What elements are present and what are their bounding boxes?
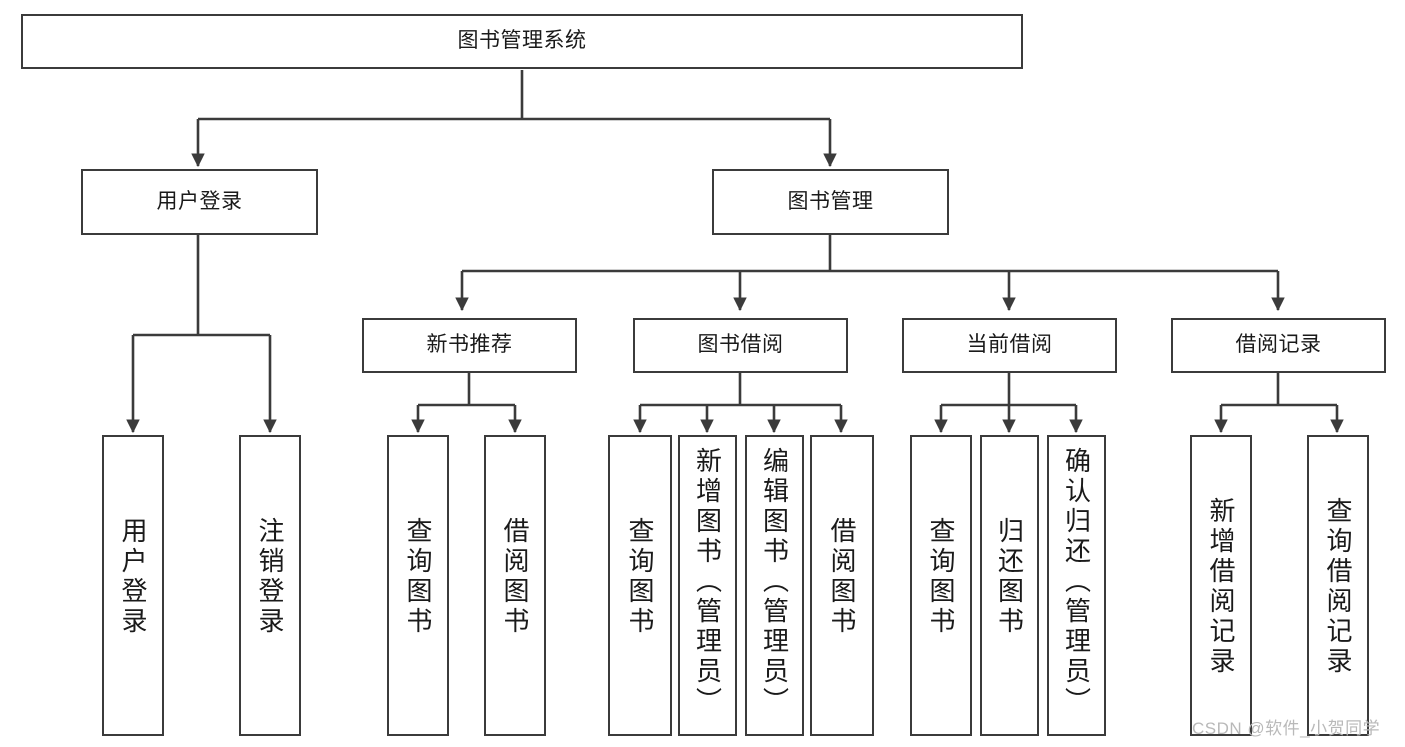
node-book-borrow-label: 图书借阅 — [697, 333, 784, 357]
node-leaf-edit-book[interactable]: 编辑图书（管理员） — [745, 435, 804, 736]
node-root-label: 图书管理系统 — [457, 29, 587, 53]
node-leaf-add-book-label: 新增图书（管理员） — [692, 447, 723, 717]
node-borrow-record[interactable]: 借阅记录 — [1171, 318, 1386, 373]
node-leaf-add-record-label: 新增借阅记录 — [1206, 497, 1236, 677]
node-user-login[interactable]: 用户登录 — [81, 169, 318, 235]
node-leaf-user-login-label: 用户登录 — [118, 517, 148, 637]
node-leaf-edit-book-label: 编辑图书（管理员） — [759, 447, 790, 717]
node-current-borrow-label: 当前借阅 — [966, 333, 1053, 357]
node-book-borrow[interactable]: 图书借阅 — [633, 318, 848, 373]
node-leaf-return-book-label: 归还图书 — [994, 517, 1025, 637]
node-book-manage-label: 图书管理 — [787, 189, 874, 213]
node-leaf-add-record[interactable]: 新增借阅记录 — [1190, 435, 1252, 736]
node-leaf-user-login[interactable]: 用户登录 — [102, 435, 164, 736]
node-leaf-borrow-book-2[interactable]: 借阅图书 — [810, 435, 874, 736]
node-leaf-borrow-book-1-label: 借阅图书 — [500, 517, 530, 637]
node-leaf-add-book[interactable]: 新增图书（管理员） — [678, 435, 737, 736]
node-leaf-query-book-2-label: 查询图书 — [625, 517, 655, 637]
node-leaf-query-book-1[interactable]: 查询图书 — [387, 435, 449, 736]
node-new-book-recommend-label: 新书推荐 — [426, 333, 513, 357]
node-leaf-borrow-book-1[interactable]: 借阅图书 — [484, 435, 546, 736]
node-leaf-query-book-2[interactable]: 查询图书 — [608, 435, 672, 736]
node-leaf-logout-login-label: 注销登录 — [255, 517, 285, 637]
node-leaf-query-book-1-label: 查询图书 — [403, 517, 433, 637]
node-leaf-logout-login[interactable]: 注销登录 — [239, 435, 301, 736]
node-current-borrow[interactable]: 当前借阅 — [902, 318, 1117, 373]
node-leaf-query-record-label: 查询借阅记录 — [1323, 497, 1353, 677]
node-borrow-record-label: 借阅记录 — [1235, 333, 1322, 357]
node-book-manage[interactable]: 图书管理 — [712, 169, 949, 235]
node-leaf-query-book-3[interactable]: 查询图书 — [910, 435, 972, 736]
node-leaf-query-record[interactable]: 查询借阅记录 — [1307, 435, 1369, 736]
node-root[interactable]: 图书管理系统 — [21, 14, 1023, 69]
node-leaf-return-book[interactable]: 归还图书 — [980, 435, 1039, 736]
node-new-book-recommend[interactable]: 新书推荐 — [362, 318, 577, 373]
node-leaf-borrow-book-2-label: 借阅图书 — [827, 517, 857, 637]
node-leaf-query-book-3-label: 查询图书 — [926, 517, 956, 637]
node-leaf-confirm-return-label: 确认归还（管理员） — [1061, 447, 1092, 717]
node-user-login-label: 用户登录 — [156, 189, 243, 213]
node-leaf-confirm-return[interactable]: 确认归还（管理员） — [1047, 435, 1106, 736]
watermark: CSDN @软件_小贺同学 — [1192, 719, 1381, 738]
